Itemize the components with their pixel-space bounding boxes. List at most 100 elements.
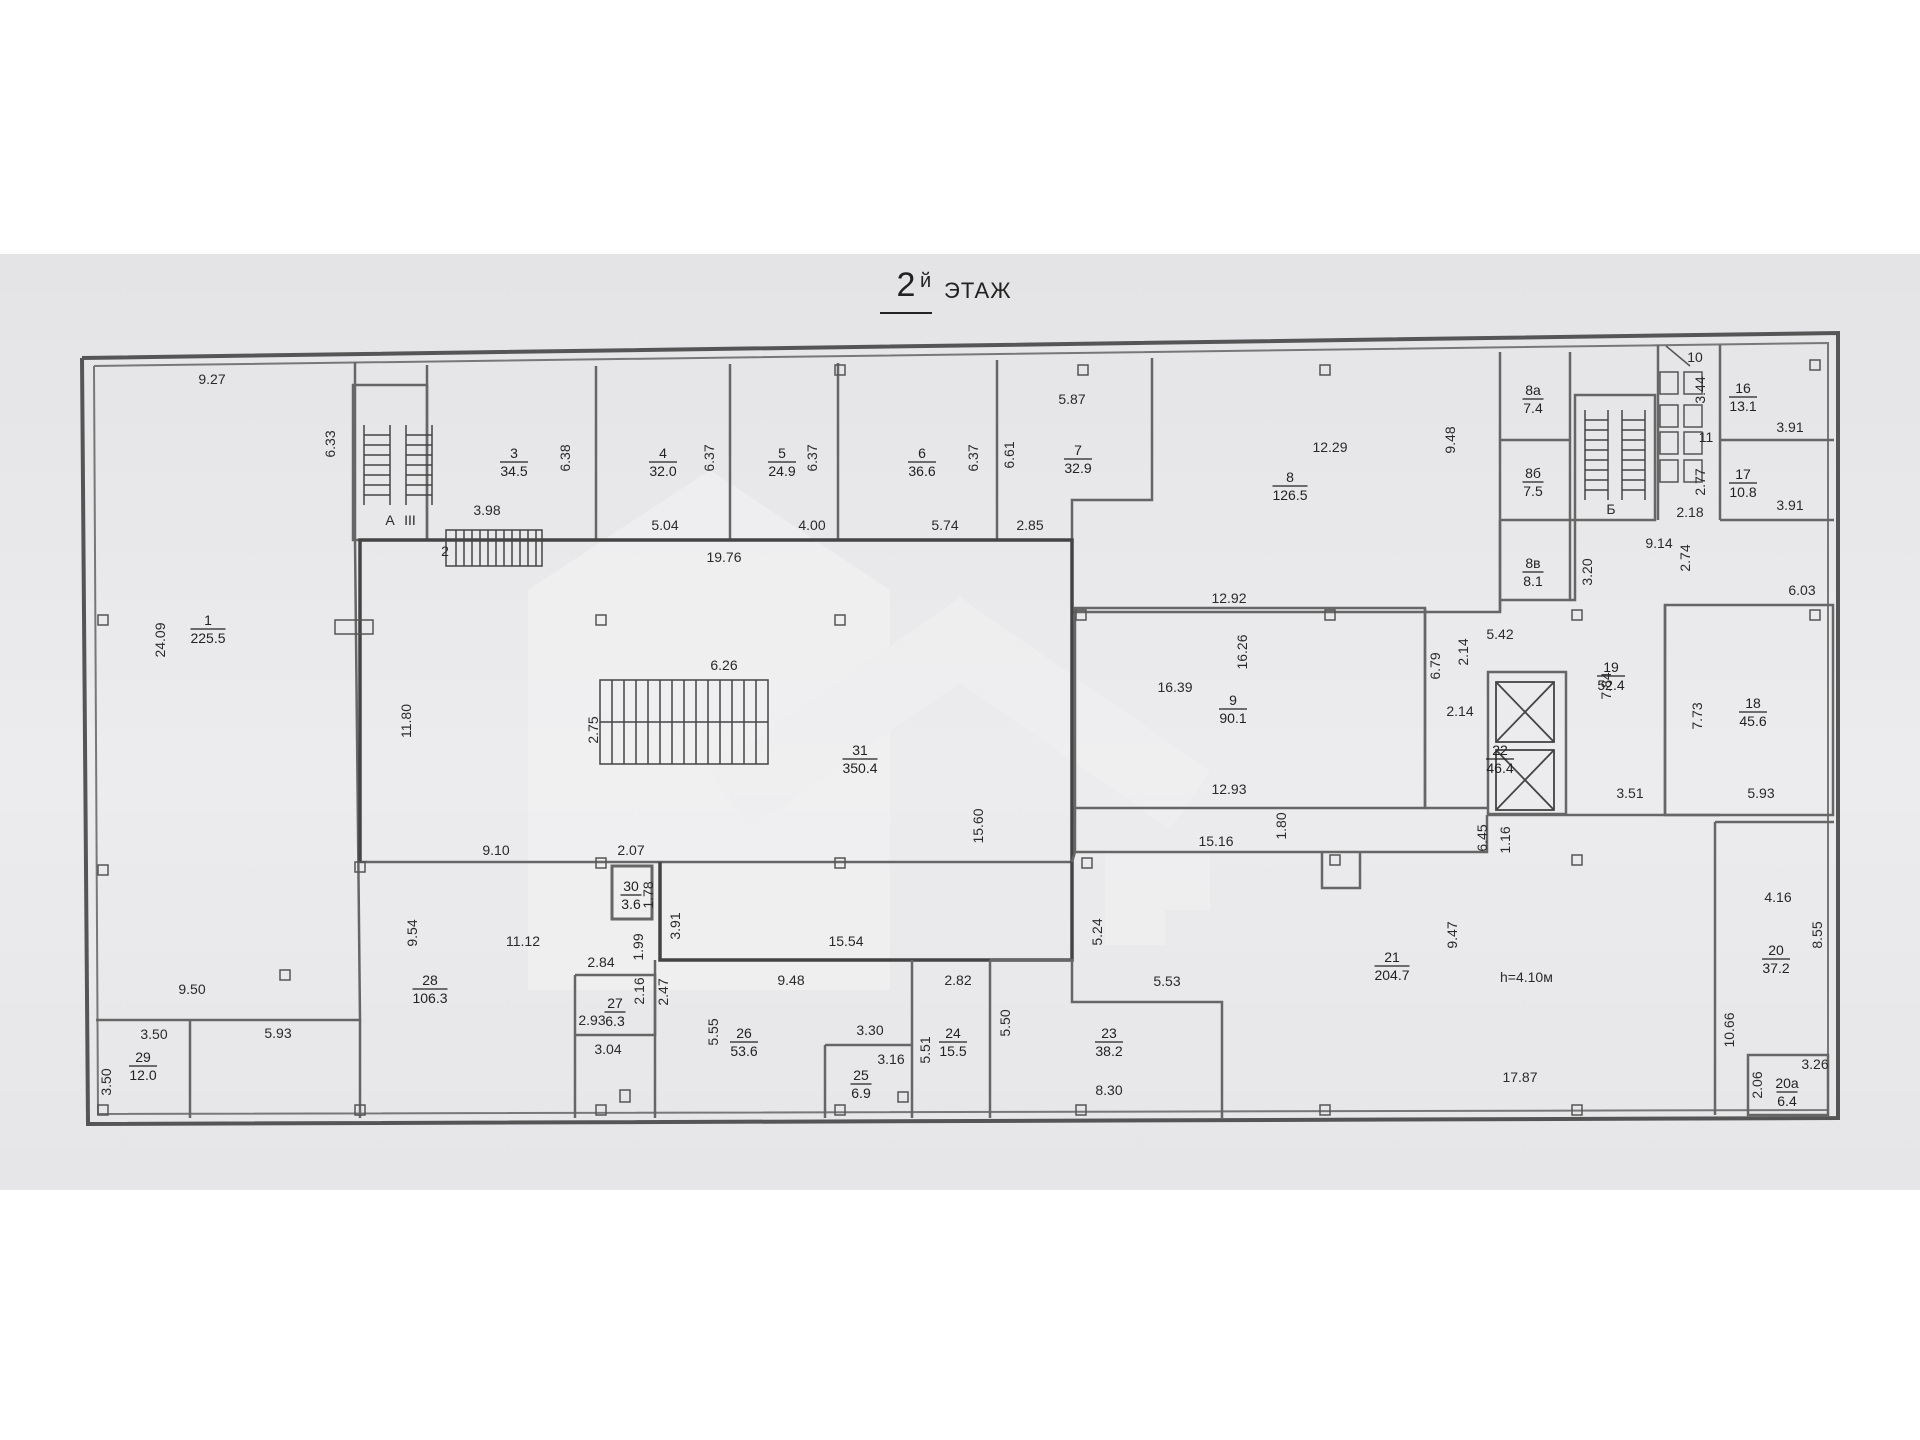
outer-walls [80, 330, 1840, 1127]
marker-label: Б [1606, 501, 1615, 517]
room-number: 3 [510, 445, 518, 461]
room-18-label: 18 45.6 [1739, 695, 1767, 729]
dimension-label: 5.24 [1089, 918, 1105, 945]
scanned-sheet [0, 254, 1920, 1190]
dimension-label: 12.29 [1312, 439, 1347, 455]
room-labels: 1225.5334.5432.0524.9636.6732.98126.58а7… [129, 380, 1799, 1109]
dimension-label: 12.93 [1211, 781, 1246, 797]
dimension-label: 2.07 [617, 842, 644, 858]
dimension-label: 5.87 [1058, 391, 1085, 407]
dimension-label: 6.33 [322, 430, 338, 457]
floor-title: 2 й ЭТАЖ [880, 266, 1080, 316]
ceiling-height-note: h=4.10м [1500, 969, 1553, 985]
dimension-label: 17.87 [1502, 1069, 1537, 1085]
room-17-label: 17 10.8 [1729, 466, 1757, 500]
dimension-label: 6.37 [804, 444, 820, 471]
dimension-label: 2.82 [944, 972, 971, 988]
room-number: 22 [1492, 742, 1508, 758]
room-area: 225.5 [190, 630, 225, 646]
dimension-label: 8.55 [1809, 921, 1825, 948]
dimension-label: 3.50 [140, 1026, 167, 1042]
dimension-label: 6.37 [701, 444, 717, 471]
room-number: 18 [1745, 695, 1761, 711]
dimension-label: 15.16 [1198, 833, 1233, 849]
room-area: 37.2 [1762, 960, 1789, 976]
room-number: 27 [607, 995, 623, 1011]
room-area: 3.6 [621, 896, 641, 912]
room-area: 46.4 [1486, 760, 1513, 776]
column-markers [97, 359, 1821, 1116]
dimension-label: 3.91 [1776, 497, 1803, 513]
dimension-label: 9.54 [404, 919, 420, 946]
room-30-label: 303.6 [620, 878, 642, 912]
room-3-label: 334.5 [500, 445, 528, 479]
stair-center-flight [599, 679, 769, 765]
floor-number: 2 [896, 266, 916, 304]
room-25-label: 256.9 [850, 1067, 872, 1101]
dimension-label: 5.55 [705, 1018, 721, 1045]
dimension-label: 11.12 [506, 933, 540, 949]
dimension-label: 1.80 [1273, 812, 1289, 839]
dimension-label: 5.74 [931, 517, 958, 533]
room-area: 36.6 [908, 463, 935, 479]
dimension-label: 6.61 [1001, 441, 1017, 468]
room-27-label: 276.3 [604, 995, 626, 1029]
marker-label: III [404, 512, 416, 528]
dimension-label: 3.04 [594, 1041, 621, 1057]
room-area: 350.4 [842, 760, 877, 776]
room-8в-label: 8в8.1 [1522, 555, 1544, 589]
room-area: 52.4 [1597, 677, 1624, 693]
dimension-label: 12.92 [1211, 590, 1246, 606]
room-area: 15.5 [939, 1043, 966, 1059]
room-area: 6.4 [1777, 1093, 1797, 1109]
room-number: 24 [945, 1025, 961, 1041]
dimension-label: 16.26 [1234, 634, 1250, 669]
dimension-label: 9.48 [1442, 426, 1458, 453]
dimension-label: 5.93 [1747, 785, 1774, 801]
room-number: 1 [204, 612, 212, 628]
dimension-label: 3.91 [667, 912, 683, 939]
room-9-label: 990.1 [1219, 692, 1247, 726]
room-area: 45.6 [1739, 713, 1766, 729]
dimension-label: 6.38 [557, 444, 573, 471]
dimension-label: 2.14 [1455, 638, 1471, 665]
dimension-label: 9.14 [1645, 535, 1672, 551]
room-area: 38.2 [1095, 1043, 1122, 1059]
stair-left-flight [363, 425, 433, 505]
dimension-label: 1.99 [630, 933, 646, 960]
dimension-label: 2.77 [1692, 468, 1708, 495]
dimension-label: 5.51 [917, 1036, 933, 1063]
dimension-label: 3.44 [1692, 376, 1708, 403]
dimension-label: 10.66 [1721, 1012, 1737, 1047]
room-number: 29 [135, 1049, 151, 1065]
dimension-label: 9.50 [178, 981, 205, 997]
dimension-label: 5.50 [997, 1009, 1013, 1036]
dimension-label: 16.39 [1157, 679, 1192, 695]
room-6-label: 636.6 [908, 445, 936, 479]
room-number: 26 [736, 1025, 752, 1041]
dimension-label: 11.80 [398, 704, 414, 738]
room-number: 8б [1525, 465, 1541, 481]
room-number: 4 [659, 445, 667, 461]
dimension-label: 7.73 [1689, 702, 1705, 729]
dimension-label: 15.54 [828, 933, 863, 949]
room-8б-label: 8б7.5 [1522, 465, 1544, 499]
dimension-label: 7.84 [1598, 672, 1614, 699]
dimension-label: 2.75 [585, 716, 601, 743]
room-22-label: 22 46.4 [1486, 742, 1514, 776]
dimension-label: 4.16 [1764, 889, 1791, 905]
room-number: 17 [1735, 466, 1751, 482]
room-area: 10.8 [1729, 484, 1756, 500]
room-number: 8 [1286, 469, 1294, 485]
dimension-label: 6.45 [1474, 824, 1490, 851]
dimension-label: 2.14 [1446, 703, 1473, 719]
dimension-label: 2.93 [578, 1012, 605, 1028]
